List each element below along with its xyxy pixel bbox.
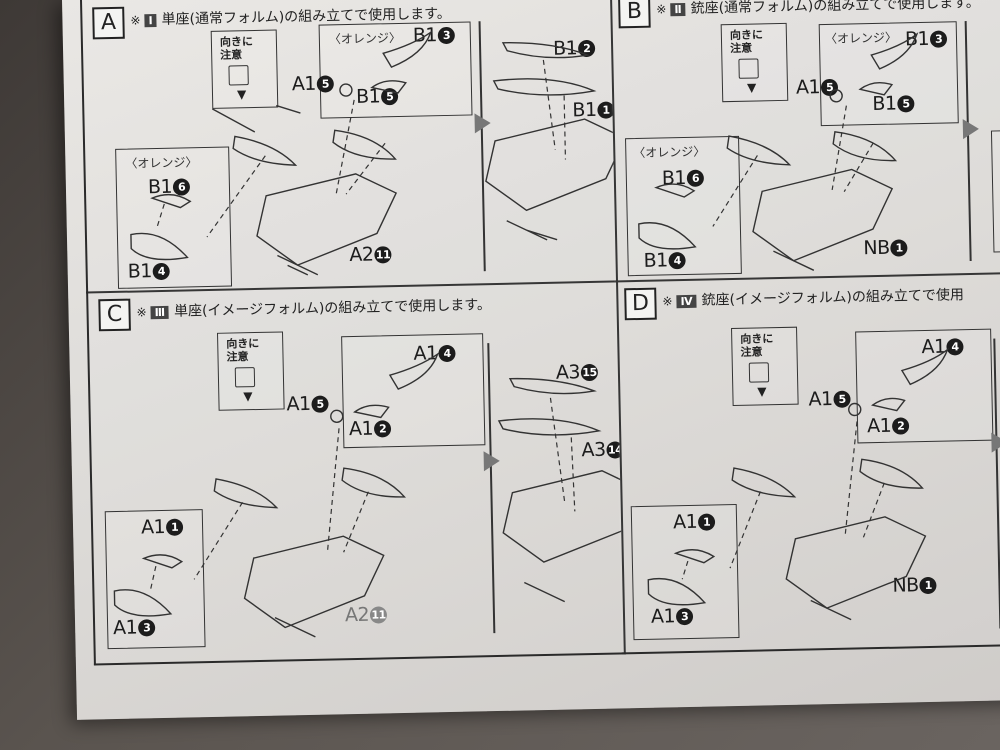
exploded-assembly-drawing — [647, 347, 949, 621]
exploded-assembly-drawing — [638, 32, 919, 271]
exploded-assembly-drawing — [130, 30, 619, 276]
exploded-assembly-drawing — [113, 352, 626, 638]
